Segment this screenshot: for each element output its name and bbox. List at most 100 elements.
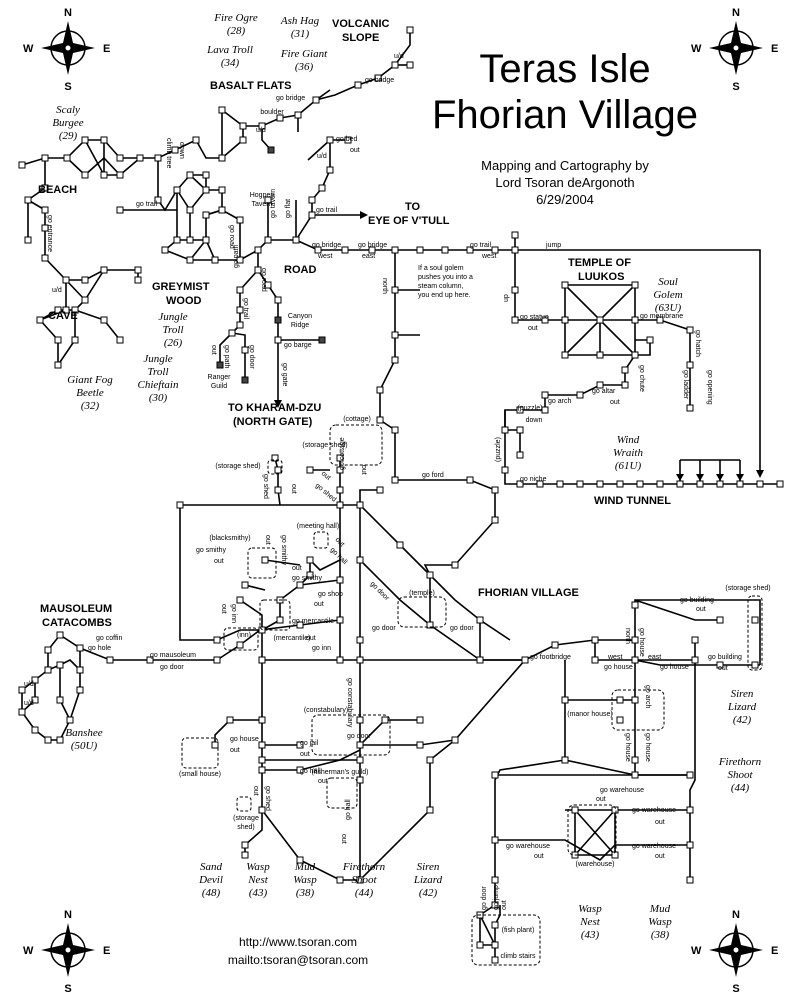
dir-go-trail-r: go trail: [470, 242, 491, 249]
area-to-eye-1: TO: [405, 201, 421, 213]
area-labels: VOLCANIC SLOPE BASALT FLATS BEACH CAVE G…: [38, 18, 671, 629]
area-to-eye-2: EYE OF V'TULL: [368, 215, 450, 227]
dir-go-barge: go barge: [284, 342, 312, 349]
compass-e: E: [771, 43, 778, 55]
compass-w: W: [23, 43, 34, 55]
place-blacksmithy: (blacksmithy): [209, 535, 250, 542]
place-fish-plant: (fish plant): [502, 927, 535, 934]
area-volcanic-2: SLOPE: [342, 32, 379, 44]
compass-e: E: [103, 945, 110, 957]
place-constabulary: (constabulary): [304, 707, 348, 714]
dir-go-road-b: go road: [260, 268, 267, 292]
dir-go-door-m: go door: [160, 664, 184, 671]
dir-go-tavern: go tavern: [270, 189, 277, 218]
dir-ud-m1: u/d: [24, 681, 34, 688]
dir-go-ladder: go ladder: [682, 370, 689, 400]
note-golem-2: pushes you into a: [418, 274, 473, 281]
mob-firethorn-bottom-2: Shoot: [351, 874, 377, 886]
footer-url[interactable]: http://www.tsoran.com: [239, 935, 357, 949]
note-golem-1: If a soul golem: [418, 265, 464, 272]
dir-out-house: out: [230, 747, 240, 754]
dir-out-hall-f-v: out: [340, 834, 347, 844]
place-temple: (temple): [409, 590, 435, 597]
mob-scaly-burgee-2: Burgee: [52, 117, 83, 129]
dir-west-r3: west: [481, 253, 496, 260]
place-canyon-ridge: Canyon: [288, 313, 312, 320]
dir-go-gate: go gate: [281, 363, 288, 386]
dir-north-m: north: [624, 628, 631, 644]
dir-out-smithy: out: [214, 558, 224, 565]
dir-go-door-t: go door: [369, 580, 391, 602]
dir-out-shed-b: out: [320, 470, 332, 482]
area-basalt-flats: BASALT FLATS: [210, 80, 291, 92]
dir-ud-m2: u/d: [24, 700, 34, 707]
dir-ud-b: u/d: [256, 127, 266, 134]
dir-out-bed: out: [350, 147, 360, 154]
note-golem-3: steam column,: [418, 283, 464, 290]
mob-fire-giant-level: (36): [295, 61, 314, 73]
mob-sand-devil-2: Devil: [198, 874, 223, 886]
place-hogpen: Hogpen: [250, 192, 275, 199]
mob-soul-golem-level: (63U): [655, 302, 682, 314]
dir-go-smithy-v: go smithy: [280, 535, 287, 565]
dir-go-statue: go statue: [520, 314, 549, 321]
dir-go-hall2: go hall: [300, 768, 321, 775]
dir-out-merc: out: [306, 635, 316, 642]
note-golem-4: you end up here.: [418, 292, 471, 299]
dir-go-hole: go hole: [88, 645, 111, 652]
mob-firethorn-right-2: Shoot: [727, 769, 753, 781]
dir-out-hall: out: [334, 536, 346, 548]
dir-out-smithy-v: out: [264, 535, 271, 545]
dir-out-wd: out: [655, 853, 665, 860]
place-storage-shed-c-2: shed): [237, 824, 255, 831]
area-kharam-1: TO KHARAM-DZU: [228, 402, 321, 414]
dir-go-bridge-r1: go bridge: [312, 242, 341, 249]
footer-mail[interactable]: mailto:tsoran@tsoran.com: [228, 953, 368, 967]
mob-lava-troll: Lava Troll: [206, 44, 253, 56]
area-kharam-2: (NORTH GATE): [233, 416, 313, 428]
dir-out-jail: out: [300, 751, 310, 758]
dir-go-mausoleum: go mausoleum: [150, 652, 196, 659]
area-volcanic-1: VOLCANIC: [332, 18, 390, 30]
mob-banshee: Banshee: [65, 727, 102, 739]
compass-w: W: [691, 945, 702, 957]
mob-mud-wasp-right: Mud: [649, 903, 671, 915]
dir-go-jump-fp: go jump: [493, 885, 500, 910]
dir-out-statue: out: [528, 325, 538, 332]
direction-labels: go bridge u/d go bridge u/d go bed out u…: [24, 53, 742, 910]
dir-go-arch: go arch: [548, 398, 571, 405]
place-storage-shed-a: (storage shed): [215, 463, 260, 470]
dir-go-warehouse-c: go warehouse: [506, 843, 550, 850]
dir-go-door-t2: go door: [372, 625, 396, 632]
dir-out-smithy2: out: [292, 565, 302, 572]
dir-go-coffin: go coffin: [96, 635, 122, 642]
mob-firethorn-right-level: (44): [731, 782, 750, 794]
mob-mud-wasp-right-2: Wasp: [648, 916, 672, 928]
dir-go-bridge-b: go bridge: [276, 95, 305, 102]
dir-puzzle-b: (puzzle): [495, 437, 502, 462]
compass-s: S: [64, 81, 71, 93]
dir-go-trail-eye: go trail: [316, 207, 337, 214]
dir-go-house-m: go house: [604, 664, 633, 671]
mob-chieftain-2: Troll: [148, 366, 169, 378]
map-title-line1: Teras Isle: [479, 47, 650, 91]
dir-go-ford: go ford: [422, 472, 444, 479]
mob-wasp-nest-right: Wasp: [578, 903, 602, 915]
mob-firethorn-right: Firethorn: [718, 756, 762, 768]
building-outlines: [181, 424, 763, 966]
dir-go-house-m3: go house: [638, 628, 645, 657]
credits-date: 6/29/2004: [536, 192, 594, 207]
dir-out-hall2: out: [318, 778, 328, 785]
mob-wasp-nest-right-2: Nest: [579, 916, 601, 928]
credits-line1: Mapping and Cartography by: [481, 158, 649, 173]
dir-go-inn: go inn: [230, 604, 237, 623]
mob-soul-golem-2: Golem: [653, 289, 682, 301]
area-cave: CAVE: [48, 310, 78, 322]
place-warehouse: (warehouse): [576, 861, 615, 868]
dir-go-door-t3: go door: [450, 625, 474, 632]
mob-jungle-troll-level: (26): [164, 337, 183, 349]
dir-out-fp: out: [501, 900, 508, 910]
compass-rose-bottom-right: N S E W: [691, 909, 778, 995]
mob-chieftain: Jungle: [143, 353, 172, 365]
